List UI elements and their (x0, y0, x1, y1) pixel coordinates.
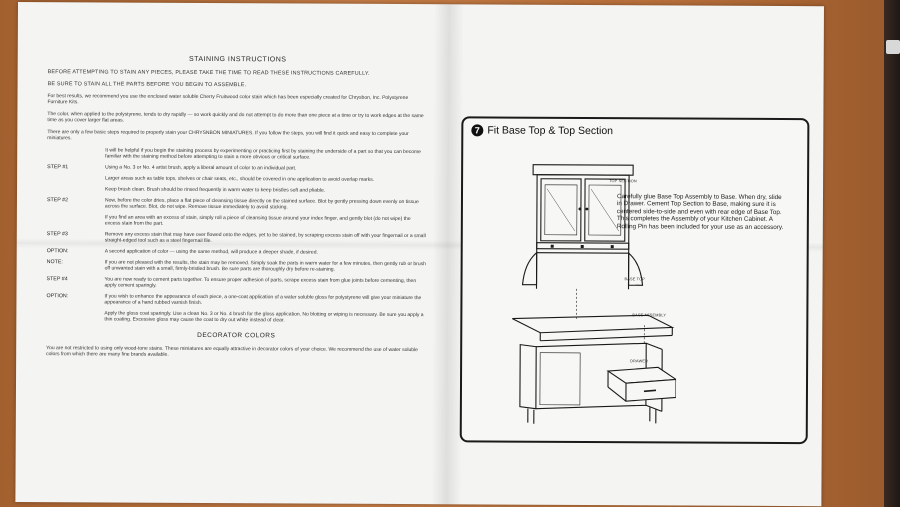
panel-body-text: Carefully glue Base Top Assembly to Base… (616, 193, 784, 231)
para-2: The color, when applied to the polystyre… (47, 111, 424, 124)
label-top-section: TOP SECTION (609, 179, 637, 184)
step-1-text: Using a No. 3 or No. 4 artist brush, app… (105, 164, 297, 172)
option-2-label: OPTION: (46, 293, 69, 300)
note-text: If you are not pleased with the results,… (104, 259, 426, 273)
note: NOTE: If you are not pleased with the re… (47, 259, 427, 273)
decorator-title: DECORATOR COLORS (197, 331, 276, 340)
step-4-label: STEP #4 (46, 276, 68, 283)
gloss-text: Apply the gloss coat sparingly. Use a cl… (104, 310, 424, 324)
instruction-sheet: STAINING INSTRUCTIONS BEFORE ATTEMPTING … (15, 2, 824, 507)
step-2: STEP #2 Now, before the color dries, pla… (47, 197, 427, 211)
dark-edge (884, 0, 900, 507)
step-3-text: Remove any excess stain that may have ov… (104, 231, 426, 245)
decorator-text: You are not restricted to using only woo… (46, 345, 418, 358)
step-1: STEP #1 Using a No. 3 or No. 4 artist br… (47, 164, 427, 172)
step-1-clean: Keep brush clean. Brush should be rinsed… (105, 186, 326, 194)
option-2: OPTION: If you wish to enhance the appea… (46, 293, 426, 307)
staining-title: STAINING INSTRUCTIONS (188, 55, 287, 64)
step-2-label: STEP #2 (46, 197, 69, 204)
option-1-text: A second application of color — using th… (104, 248, 318, 256)
step-1-more: Larger areas such as table tops, shelves… (105, 175, 375, 183)
step-3: STEP #3 Remove any excess stain that may… (47, 231, 427, 245)
kitchen-cabinet-illustration (512, 164, 678, 424)
step-3-label: STEP #3 (46, 231, 68, 238)
label-base-top: BASE TOP (624, 277, 646, 282)
step-number-badge: 7 (471, 124, 484, 137)
label-base-assembly: BASE ASSEMBLY (632, 313, 667, 318)
step-4: STEP #4 You are now ready to cement part… (47, 276, 427, 290)
intro-caps: BEFORE ATTEMPTING TO STAIN ANY PIECES, P… (47, 69, 370, 77)
label-drawer: DRAWER (630, 359, 649, 364)
para-3: There are only a few basic steps require… (47, 129, 409, 142)
panel-heading: 7 Fit Base Top & Top Section (471, 124, 613, 137)
step-2-more: If you find an area with an excess of st… (104, 214, 411, 227)
step-1-label: STEP #1 (47, 164, 69, 171)
para-1: For best results, we recommend you use t… (47, 93, 409, 106)
step-2-text: Now, before the color dries, place a fla… (104, 197, 419, 211)
option-1: OPTION: A second application of color — … (47, 248, 427, 256)
step-7-panel: 7 Fit Base Top & Top Section (459, 116, 810, 445)
staining-instructions: STAINING INSTRUCTIONS BEFORE ATTEMPTING … (46, 56, 428, 365)
option-2-text: If you wish to enhance the appearance of… (104, 293, 422, 306)
note-label: NOTE: (46, 259, 63, 266)
option-1-label: OPTION: (46, 248, 69, 255)
para-4: It will be helpful if you begin the stai… (105, 147, 421, 161)
step-4-text: You are now ready to cement parts togeth… (104, 276, 417, 289)
be-sure-note: BE SURE TO STAIN ALL THE PARTS BEFORE YO… (47, 81, 247, 89)
panel-heading-text: Fit Base Top & Top Section (487, 124, 614, 138)
clip (886, 40, 900, 54)
